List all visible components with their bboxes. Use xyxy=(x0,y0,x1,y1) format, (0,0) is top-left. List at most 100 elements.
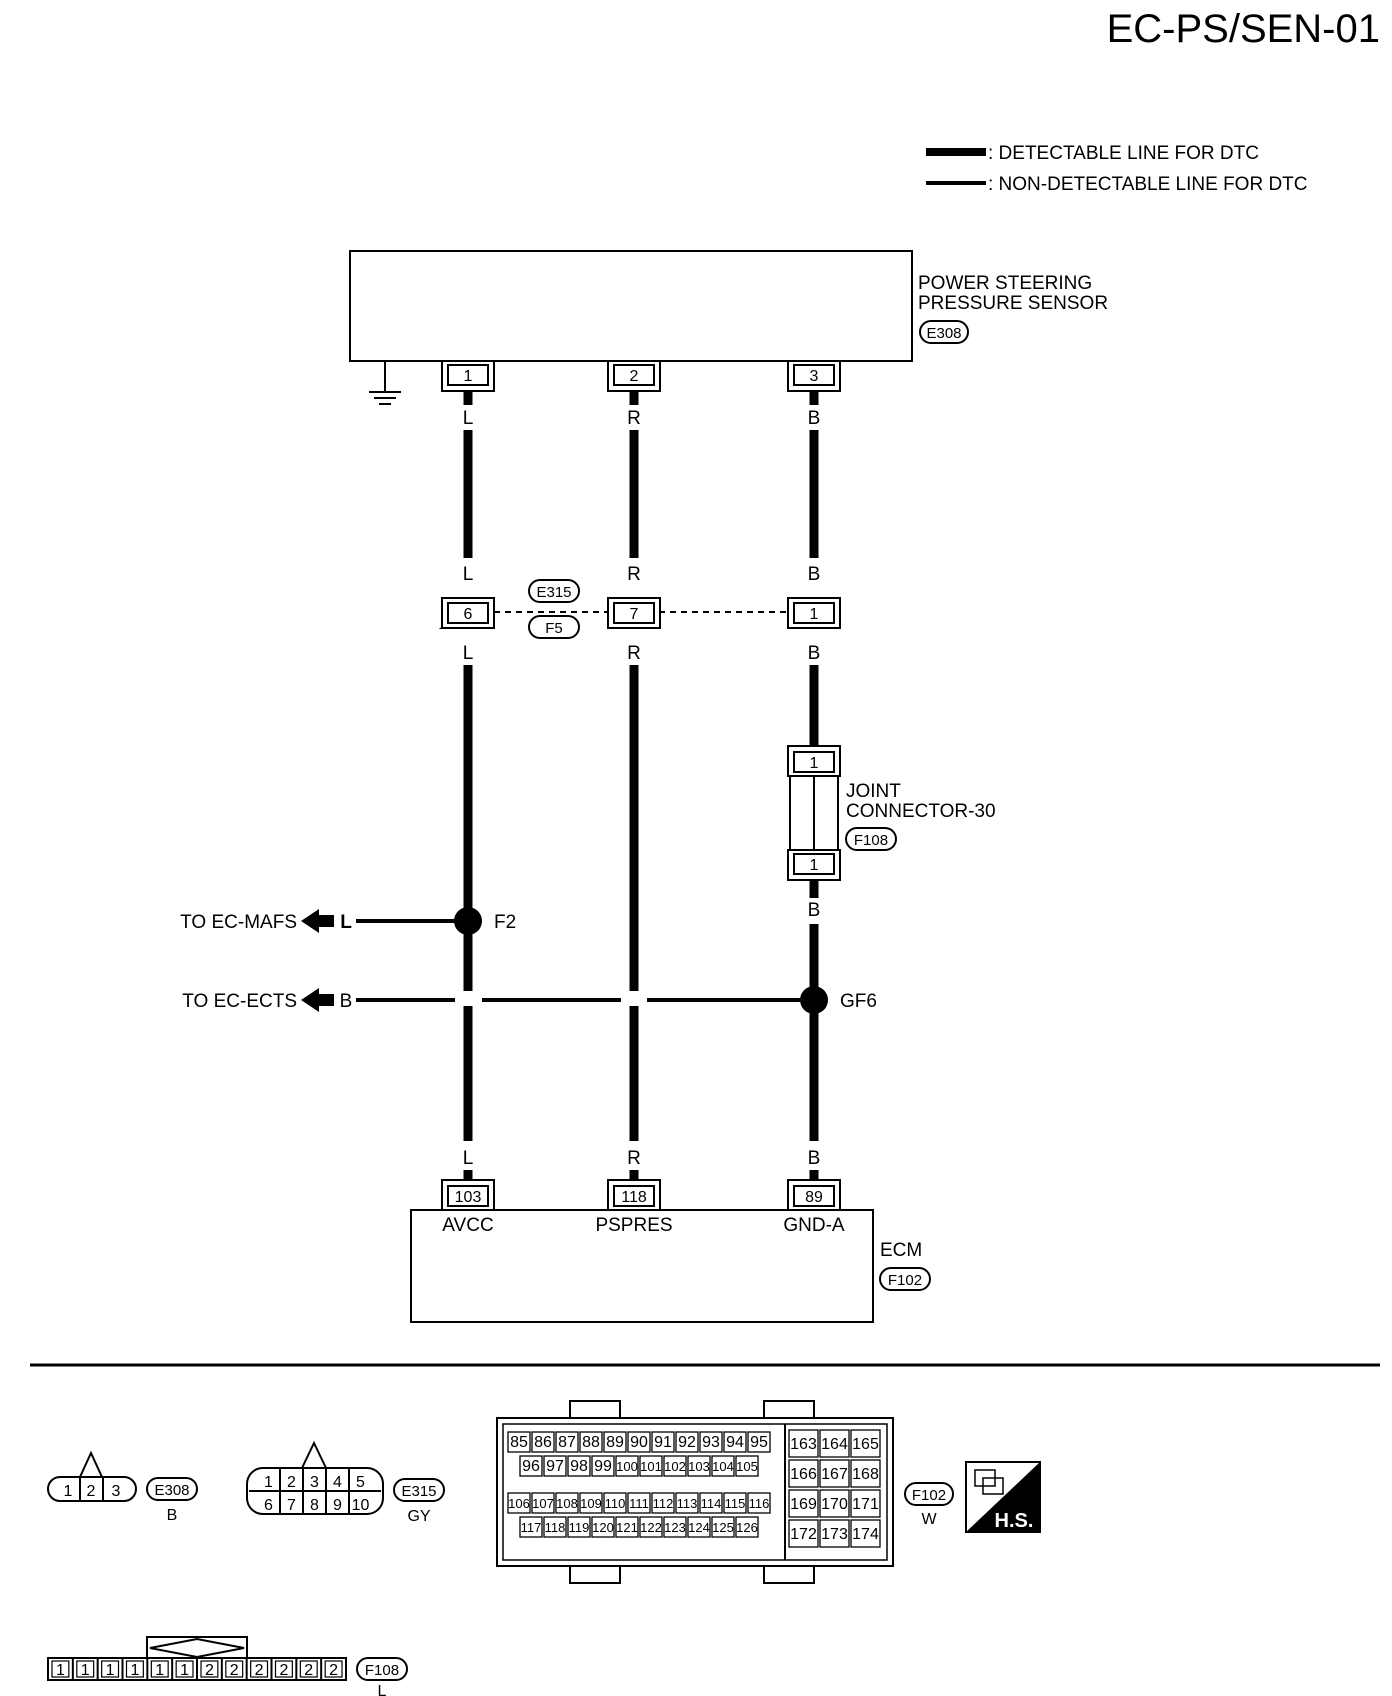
f102-pin: 86 xyxy=(534,1434,552,1451)
inline-pin-7-label: 7 xyxy=(630,606,639,623)
f102-pin: 172 xyxy=(790,1526,817,1543)
f108-pin: 1 xyxy=(56,1662,65,1679)
left-arrow-icon xyxy=(301,909,334,933)
f108-connector-id: F108 xyxy=(365,1662,399,1679)
page-code: EC-PS/SEN-01 xyxy=(1107,7,1380,51)
f108-pin: 2 xyxy=(230,1662,239,1679)
splice-f2-wire: L xyxy=(340,912,352,933)
f102-pin: 167 xyxy=(821,1466,848,1483)
inline-pin-6-label: 6 xyxy=(464,606,473,623)
sensor-pin-1: 1 xyxy=(441,361,495,392)
f108-pin: 1 xyxy=(155,1662,164,1679)
e315-pin: 8 xyxy=(310,1497,319,1514)
e315-pin: 10 xyxy=(352,1497,370,1514)
sensor-pin-3: 3 xyxy=(787,361,841,392)
ecm-pin-103-label: 103 xyxy=(455,1189,482,1206)
f102-pin: 92 xyxy=(678,1434,696,1451)
wire-color-r-bot: R xyxy=(627,1148,641,1169)
f102-pin: 166 xyxy=(790,1466,817,1483)
f108-pin: 2 xyxy=(304,1662,313,1679)
sensor-name-line2: PRESSURE SENSOR xyxy=(918,293,1108,314)
f102-pin: 174 xyxy=(852,1526,879,1543)
f102-pin: 119 xyxy=(569,1520,590,1535)
e315-pin: 7 xyxy=(287,1497,296,1514)
f102-pin: 104 xyxy=(712,1459,734,1474)
wire-color-b-top: B xyxy=(808,408,821,429)
f102-pin: 96 xyxy=(522,1458,540,1475)
joint-connector-30: 1 1 JOINT CONNECTOR-30 F108 B xyxy=(787,745,996,921)
f102-pin: 114 xyxy=(701,1496,722,1511)
wire-color-b-mid-bot: B xyxy=(808,643,821,664)
inline-connector-tag-top: E315 xyxy=(536,584,571,601)
splice-f2-dot xyxy=(454,907,482,935)
e308-pin-1: 1 xyxy=(64,1483,73,1500)
ecm-terminal-avcc: AVCC xyxy=(442,1215,493,1236)
f102-pin: 101 xyxy=(640,1459,662,1474)
lower-wires xyxy=(463,665,819,1141)
f102-pin: 89 xyxy=(606,1434,624,1451)
f102-pin: 106 xyxy=(508,1496,530,1511)
f102-pin: 95 xyxy=(750,1434,768,1451)
f102-pin: 163 xyxy=(790,1436,817,1453)
f108-pin: 1 xyxy=(130,1662,139,1679)
harness-symbol-icon: H.S. xyxy=(965,1461,1041,1533)
splice-gf6-id: GF6 xyxy=(840,991,877,1012)
joint-name-line1: JOINT xyxy=(846,781,901,802)
e308-pin-2: 2 xyxy=(87,1483,96,1500)
ecm: 103 118 89 AVCC PSPRES GND-A ECM F102 xyxy=(410,1179,931,1323)
f102-pin: 100 xyxy=(616,1459,638,1474)
f102-pin: 105 xyxy=(736,1459,758,1474)
f102-pin: 164 xyxy=(821,1436,848,1453)
f102-pin: 173 xyxy=(821,1526,848,1543)
joint-pin-bottom-label: 1 xyxy=(810,857,819,874)
splice-f2: F2 TO EC-MAFS L xyxy=(180,907,516,935)
f102-pin: 165 xyxy=(852,1436,879,1453)
e315-pin: 1 xyxy=(264,1474,273,1491)
legend-detectable-text: : DETECTABLE LINE FOR DTC xyxy=(988,143,1259,164)
sensor-connector-tag: E308 xyxy=(926,325,961,342)
e315-pin: 9 xyxy=(333,1497,342,1514)
sensor-pin-3-label: 3 xyxy=(810,368,819,385)
f102-pin: 115 xyxy=(725,1496,746,1511)
f102-pin: 121 xyxy=(616,1520,638,1535)
wire-color-l-bot: L xyxy=(463,1148,474,1169)
f102-pin: 118 xyxy=(545,1520,566,1535)
f102-pin: 107 xyxy=(532,1496,554,1511)
f108-pin: 2 xyxy=(279,1662,288,1679)
f102-pin: 99 xyxy=(594,1458,612,1475)
f102-pin: 108 xyxy=(556,1496,578,1511)
f102-pin: 168 xyxy=(852,1466,879,1483)
ecm-pin-118: 118 xyxy=(607,1179,661,1210)
ecm-pin-103: 103 xyxy=(441,1179,495,1210)
f102-pin: 123 xyxy=(664,1520,686,1535)
joint-pin-top-label: 1 xyxy=(810,755,819,772)
joint-name-line2: CONNECTOR-30 xyxy=(846,801,996,822)
joint-wire-below-label: B xyxy=(808,900,821,921)
splice-f2-id: F2 xyxy=(494,912,516,933)
f102-pin: 85 xyxy=(510,1434,528,1451)
e308-pin-3: 3 xyxy=(112,1483,121,1500)
sensor-pin-2: 2 xyxy=(607,361,661,392)
e315-pin: 6 xyxy=(264,1497,273,1514)
f102-pin: 94 xyxy=(726,1434,744,1451)
ecm-terminal-gnd-a: GND-A xyxy=(783,1215,845,1236)
splice-f2-destination: TO EC-MAFS xyxy=(180,912,297,933)
f102-pin: 90 xyxy=(630,1434,648,1451)
wire-color-l-mid-top: L xyxy=(463,564,474,585)
wire-color-r-mid-bot: R xyxy=(627,643,641,664)
e308-color: B xyxy=(167,1507,178,1524)
f102-pin: 169 xyxy=(790,1496,817,1513)
inline-pin-1-label: 1 xyxy=(810,606,819,623)
ecm-name: ECM xyxy=(880,1240,922,1261)
f102-color: W xyxy=(921,1511,937,1528)
f102-pin: 87 xyxy=(558,1434,576,1451)
wire-color-l-mid-bot: L xyxy=(463,643,474,664)
hs-label: H.S. xyxy=(995,1510,1034,1532)
f102-pin: 171 xyxy=(852,1496,879,1513)
ecm-pin-89: 89 xyxy=(787,1179,841,1210)
